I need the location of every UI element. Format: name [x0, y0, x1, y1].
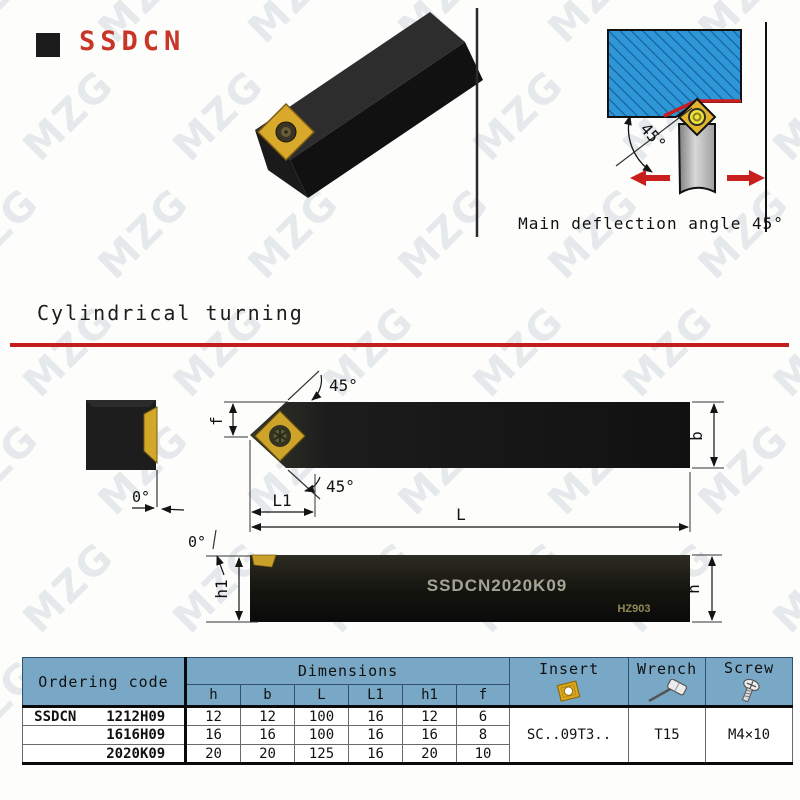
value-cell: 16	[348, 725, 403, 745]
value-cell: 12	[240, 706, 295, 726]
wrench-header: Wrench	[628, 657, 707, 708]
value-cell: 6	[455, 706, 511, 726]
value-cell: 100	[294, 706, 349, 726]
workpiece	[607, 29, 742, 118]
table-row: 2020K09 20 20 125 16 20 10	[22, 744, 793, 764]
photo-insert	[256, 102, 316, 162]
screw-value-cell: M4×10	[705, 706, 794, 764]
svg-text:h: h	[684, 584, 703, 594]
value-cell: 10	[455, 744, 511, 764]
deflection-angle-label: 45°	[636, 119, 669, 153]
ordering-code-header: Ordering code	[22, 657, 187, 708]
value-cell: 12	[402, 706, 457, 726]
spec-table: Ordering code Dimensions Insert	[22, 657, 794, 765]
wrench-header-label: Wrench	[636, 660, 698, 678]
end-angle-label: 0°	[132, 488, 150, 506]
col-header-f: f	[455, 684, 511, 708]
side-view-drawing: SSDCN2020K09 HZ903 0° h1 h	[188, 529, 722, 623]
insert-value-cell: SC..09T3..	[509, 706, 630, 764]
code-cell: 2020K09	[87, 744, 187, 764]
deflection-diagram: 45°	[607, 22, 767, 232]
col-header-b: b	[240, 684, 295, 708]
section-divider-rule	[10, 343, 789, 347]
angle-arc	[623, 115, 653, 173]
page-title: SSDCN	[79, 26, 186, 57]
screw-header: Screw	[705, 657, 794, 708]
product-photo	[255, 12, 483, 198]
top-view-bar	[250, 402, 690, 468]
value-cell: 16	[348, 706, 403, 726]
end-view-insert	[143, 406, 158, 465]
top-view-insert	[254, 410, 306, 462]
table-row: 1616H09 16 16 100 16 16 8	[22, 725, 793, 745]
insert-header: Insert	[509, 657, 630, 708]
col-header-L1: L1	[348, 684, 403, 708]
end-view-drawing: 0°	[86, 400, 185, 514]
angle-top-label: 45°	[329, 376, 358, 395]
toolholder-grade: HZ903	[617, 603, 650, 615]
value-cell: 16	[348, 744, 403, 764]
svg-text:L: L	[456, 505, 466, 524]
code-cell: 1212H09	[87, 706, 187, 726]
dim-l: L	[251, 472, 691, 532]
section-heading: Cylindrical turning	[37, 301, 304, 325]
table-row: SSDCN 1212H09 12 12 100 16 12 6 SC..09T3…	[22, 706, 794, 764]
feed-arrow-left	[630, 170, 670, 186]
col-header-L: L	[294, 684, 349, 708]
insert-icon	[556, 680, 581, 702]
wrench-value-cell: T15	[628, 706, 707, 764]
svg-text:h1: h1	[212, 579, 231, 598]
dim-h: h	[684, 554, 722, 623]
value-cell: 100	[294, 725, 349, 745]
side-view-bar	[250, 555, 690, 622]
insert-header-label: Insert	[538, 660, 600, 678]
value-cell: 8	[455, 725, 511, 745]
title-bullet-square	[36, 33, 60, 57]
dim-b: b	[687, 401, 724, 469]
side-view-insert	[251, 554, 277, 568]
svg-text:b: b	[687, 431, 706, 441]
deflection-caption: Main deflection angle 45°	[518, 214, 784, 233]
value-cell: 16	[402, 725, 457, 745]
value-cell: 16	[240, 725, 295, 745]
dim-h1: h1	[206, 555, 258, 623]
svg-text:f: f	[207, 416, 226, 426]
screw-header-label: Screw	[723, 659, 775, 677]
value-cell: 20	[185, 744, 241, 764]
col-header-h1: h1	[402, 684, 457, 708]
value-cell: 20	[240, 744, 295, 764]
toolholder-marking: SSDCN2020K09	[427, 576, 568, 595]
angle-bottom-label: 45°	[326, 477, 355, 496]
dim-f: f	[207, 401, 288, 438]
top-view-drawing: 45° 45° f b	[207, 370, 724, 532]
value-cell: 20	[402, 744, 457, 764]
brand-cell: SSDCN	[22, 706, 88, 726]
svg-text:L1: L1	[272, 491, 291, 510]
side-angle-label: 0°	[188, 533, 206, 551]
value-cell: 16	[185, 725, 241, 745]
col-header-h: h	[185, 684, 241, 708]
dimensions-header: Dimensions	[184, 657, 511, 685]
value-cell: 12	[185, 706, 241, 726]
tool-shank	[677, 123, 716, 195]
value-cell: 125	[294, 744, 349, 764]
code-cell: 1616H09	[87, 725, 187, 745]
screw-icon	[741, 678, 760, 703]
tool-insert	[677, 97, 717, 137]
dim-l1: L1	[249, 440, 316, 532]
technical-drawings: 45° 0°	[86, 8, 767, 623]
wrench-icon	[648, 679, 688, 703]
feed-arrow-right	[727, 170, 765, 186]
brand-cell-empty	[22, 744, 88, 764]
brand-cell-empty	[22, 725, 88, 745]
